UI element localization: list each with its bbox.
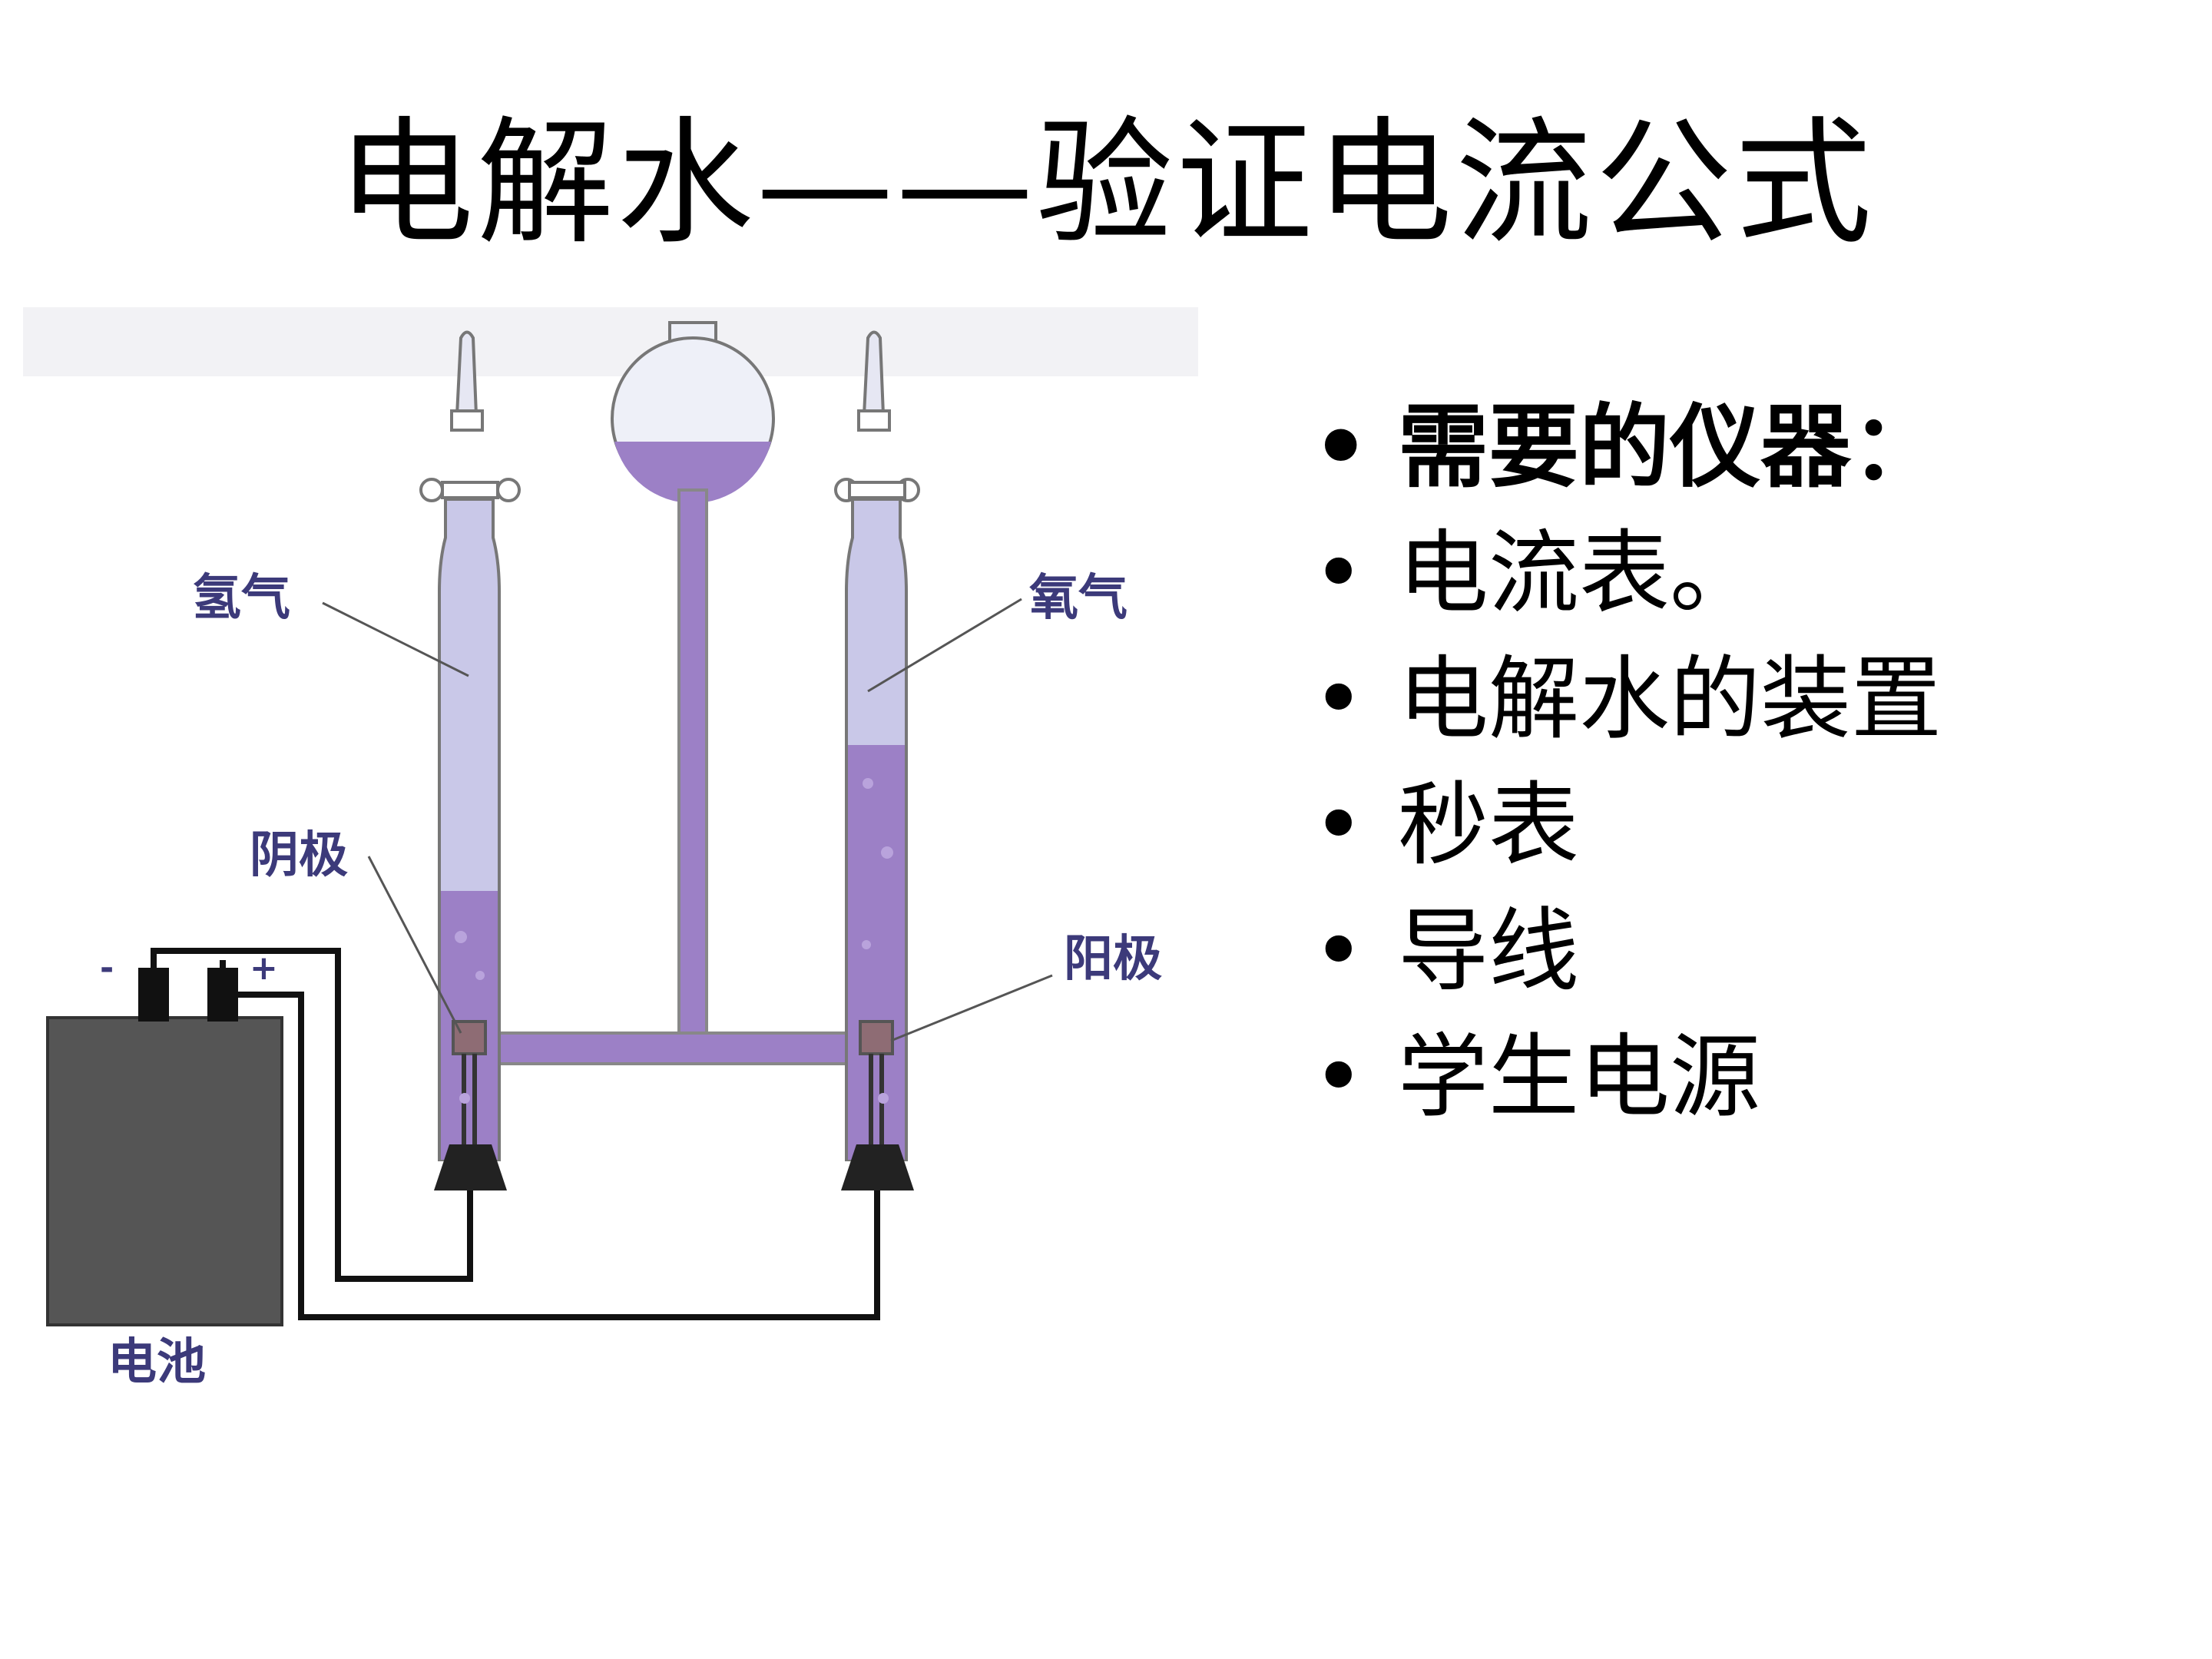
list-item-text: 导线 [1398, 898, 1580, 1004]
list-item: • 学生电源 [1306, 1014, 1942, 1140]
bullet-dot: • [1312, 772, 1366, 878]
anode-label: 阳极 [1064, 931, 1162, 988]
list-item: • 电流表。 [1306, 510, 1942, 636]
list-item: • 需要的仪器： [1306, 384, 1942, 510]
hydrogen-tube [419, 330, 521, 1190]
cathode-label: 阴极 [250, 827, 348, 884]
oxygen-tube [834, 330, 920, 1190]
left-stopper [434, 1144, 507, 1190]
wire-negative [151, 948, 473, 1282]
anode-electrode [859, 1020, 894, 1055]
hydrogen-label: 氢气 [192, 570, 290, 627]
battery [46, 968, 283, 1326]
bullet-dot: • [1312, 1024, 1366, 1130]
list-item: • 导线 [1306, 888, 1942, 1014]
bullet-dot: • [1312, 393, 1370, 500]
list-item-text: 电解水的装置 [1398, 646, 1942, 752]
background-noise-strip [23, 307, 1198, 376]
positive-terminal-label: + [250, 949, 278, 988]
right-stopper [841, 1144, 914, 1190]
list-item-text: 秒表 [1398, 772, 1580, 878]
list-item-text: 需要的仪器： [1398, 393, 1942, 500]
bullet-dot: • [1312, 898, 1366, 1004]
battery-label: 电池 [108, 1334, 206, 1391]
list-item-text: 学生电源 [1398, 1024, 1761, 1130]
equipment-list: • 需要的仪器： • 电流表。 • 电解水的装置 • 秒表 • 导线 • 学生电… [1306, 384, 1942, 1140]
list-item: • 秒表 [1306, 762, 1942, 888]
connecting-tube [490, 1031, 854, 1065]
wire-positive [220, 960, 880, 1320]
oxygen-label: 氧气 [1029, 570, 1128, 627]
list-item: • 电解水的装置 [1306, 636, 1942, 762]
bullet-dot: • [1312, 646, 1366, 752]
bullet-dot: • [1312, 520, 1366, 626]
negative-terminal-label: - [100, 949, 114, 988]
electrolysis-apparatus-diagram: 氢气 氧气 阴极 阳极 电池 - + [0, 284, 1214, 1452]
reservoir-bulb [611, 321, 775, 1037]
list-item-text: 电流表。 [1398, 520, 1761, 626]
slide-title: 电解水——验证电流公式 [337, 104, 1875, 263]
